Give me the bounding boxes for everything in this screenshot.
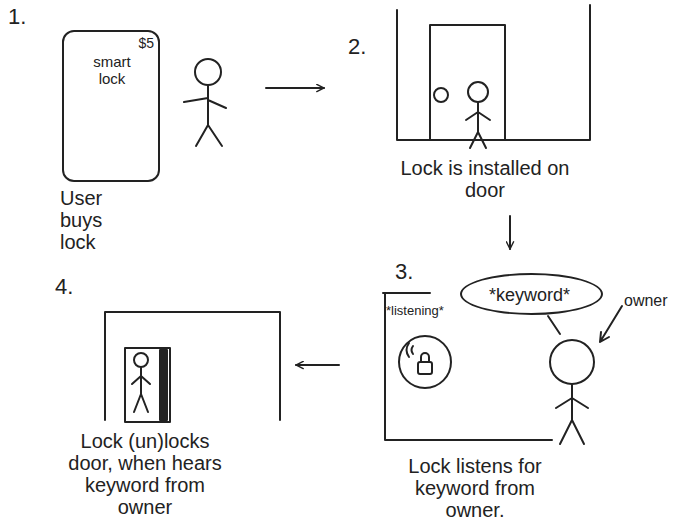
stick-figure xyxy=(466,82,490,148)
step-panel: 2. Lock is installed on door xyxy=(330,5,670,210)
step-caption: Lock is installed on door xyxy=(385,157,585,201)
step-panel: 4. Lock (un)locks door, when hears keywor… xyxy=(20,270,290,525)
callout-label: owner xyxy=(624,292,668,310)
node-text: $5 xyxy=(114,36,154,51)
lock-icon xyxy=(399,336,451,388)
panel-frame xyxy=(397,5,590,140)
speech-tail xyxy=(548,316,560,334)
panel-frame xyxy=(383,293,552,440)
step-arrow xyxy=(266,87,324,89)
step-panel: 1. User buys lock $5 smart lock xyxy=(5,5,260,255)
step-number: 1. xyxy=(8,5,48,29)
stick-figure xyxy=(132,353,150,412)
step-arrow xyxy=(296,364,339,366)
step-caption: User buys lock xyxy=(60,187,120,253)
stick-figure xyxy=(550,340,594,444)
step-number: 3. xyxy=(395,260,435,284)
step-arrow xyxy=(509,216,511,249)
node-text: smart lock xyxy=(84,54,140,87)
stick-figure xyxy=(184,59,226,146)
step-caption: Lock listens for keyword from owner. xyxy=(385,455,565,521)
node-text: *keyword* xyxy=(462,286,597,306)
status-note: *listening* xyxy=(386,304,444,318)
speech-bubble: *keyword* xyxy=(460,273,603,315)
door xyxy=(430,25,505,140)
package-box: $5 smart lock xyxy=(62,30,160,182)
step-number: 4. xyxy=(55,275,95,299)
step-caption: Lock (un)locks door, when hears keyword … xyxy=(60,430,230,518)
panel-frame xyxy=(105,312,280,420)
step-number: 2. xyxy=(348,35,388,59)
leader-arrow xyxy=(600,306,622,342)
door xyxy=(125,348,170,422)
